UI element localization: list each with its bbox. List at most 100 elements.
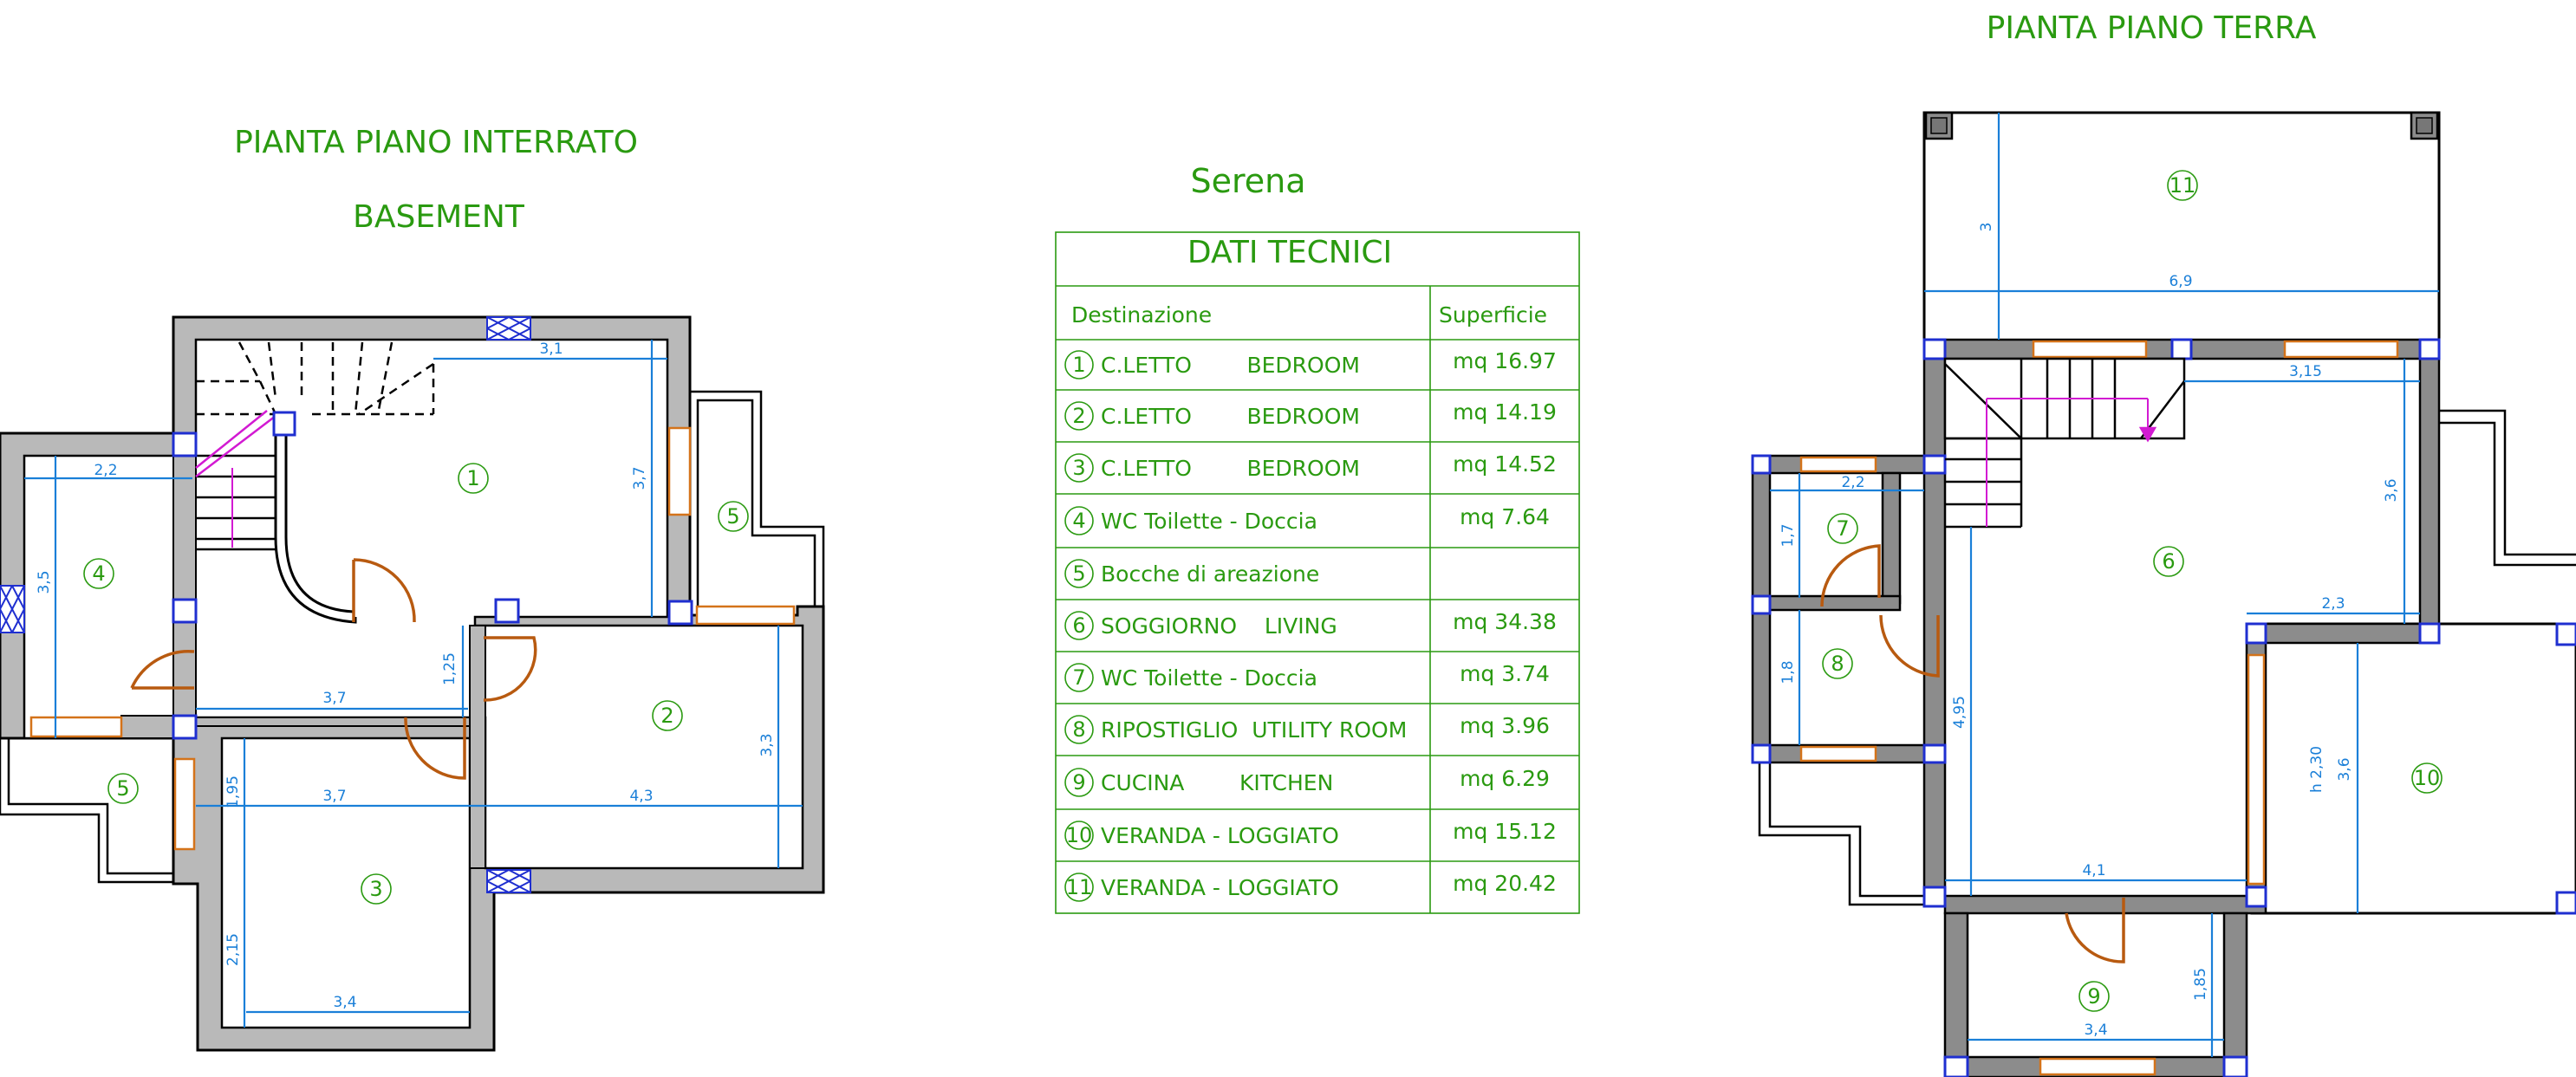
dim-label: 3,4: [333, 994, 356, 1011]
basement-title-en: BASEMENT: [353, 199, 525, 235]
row-area: mq 34.38: [1453, 609, 1557, 634]
dim-label: 2,15: [224, 933, 242, 966]
row-number: 1: [1072, 353, 1085, 377]
room-number: 5: [116, 776, 129, 801]
room-number: 10: [2414, 766, 2441, 790]
row-destination: WC Toilette - Doccia: [1101, 509, 1317, 534]
basement-dimensions: [24, 340, 803, 1028]
row-area: mq 14.52: [1453, 451, 1557, 477]
dim-label: 1,25: [441, 652, 459, 685]
row-number-circle: [1064, 611, 1094, 640]
window: [173, 757, 196, 851]
ground-dimensions: [1770, 113, 2439, 1057]
dim-label: 3,1: [539, 341, 563, 358]
table-row: 11 VERANDA - LOGGIATO mq 20.42: [1064, 871, 1557, 902]
room-number: 8: [1831, 652, 1844, 676]
room-number: 11: [2169, 173, 2196, 198]
row-number: 5: [1072, 561, 1085, 586]
dim-label: 1,85: [2192, 968, 2209, 1001]
dim-label: 1,8: [1779, 660, 1797, 684]
window: [29, 716, 123, 738]
row-area: mq 20.42: [1453, 871, 1557, 896]
row-destination: VERANDA - LOGGIATO: [1101, 875, 1339, 900]
dim-label: 2,2: [94, 462, 117, 479]
table-row: 8 RIPOSTIGLIO UTILITY ROOM mq 3.96: [1064, 713, 1550, 744]
row-destination: VERANDA - LOGGIATO: [1101, 823, 1339, 848]
table-header-superficie: Superficie: [1439, 302, 1547, 328]
ground-stairs: [1943, 357, 2186, 529]
dim-label: 4,95: [1951, 696, 1968, 729]
ground-title: PIANTA PIANO TERRA: [1987, 10, 2317, 46]
row-destination: CUCINA KITCHEN: [1101, 770, 1333, 795]
room-number: 7: [1836, 516, 1849, 541]
row-number: 2: [1072, 404, 1085, 428]
row-number: 4: [1072, 509, 1085, 533]
row-area: mq 3.74: [1460, 661, 1550, 686]
dim-label: 3,5: [36, 570, 53, 594]
room-number: 5: [726, 504, 739, 529]
dim-label: 1,95: [224, 775, 242, 808]
dim-label: 6,9: [2169, 273, 2192, 290]
dim-label: 3,6: [2336, 757, 2353, 781]
window: [667, 426, 692, 516]
table-row: 3 C.LETTO BEDROOM mq 14.52: [1064, 451, 1557, 483]
row-destination: Bocche di areazione: [1101, 561, 1319, 587]
row-number-circle: [1064, 873, 1094, 902]
row-number-circle: [1064, 506, 1094, 535]
dim-label: 2,3: [2321, 595, 2345, 613]
dim-label: 4,3: [629, 788, 653, 805]
room-number: 9: [2087, 984, 2100, 1009]
row-number: 8: [1072, 717, 1085, 742]
row-destination: C.LETTO BEDROOM: [1101, 456, 1360, 481]
dim-label: h 2,30: [2308, 746, 2326, 793]
row-number-circle: [1064, 663, 1094, 692]
room-number: 2: [660, 704, 673, 728]
row-destination: C.LETTO BEDROOM: [1101, 404, 1360, 429]
basement-title-it: PIANTA PIANO INTERRATO: [234, 125, 638, 160]
window: [695, 605, 796, 626]
row-destination: C.LETTO BEDROOM: [1101, 353, 1360, 378]
dim-label: 3,15: [2289, 363, 2322, 380]
table-row: 4 WC Toilette - Doccia mq 7.64: [1064, 504, 1550, 535]
dim-label: 3,7: [322, 690, 346, 707]
row-number-circle: [1064, 821, 1094, 850]
row-number-circle: [1064, 559, 1094, 588]
basement-room-labels: 1 2 3 4 5 5: [83, 463, 749, 905]
room-number: 1: [466, 466, 479, 490]
row-number-circle: [1064, 715, 1094, 744]
project-name: Serena: [1190, 162, 1305, 200]
dim-label: 3,4: [2084, 1022, 2107, 1039]
dim-label: 3,7: [631, 466, 648, 490]
dim-label: 1,7: [1779, 523, 1797, 547]
table-title: DATI TECNICI: [1187, 235, 1392, 270]
basement-stairs: [195, 341, 435, 551]
row-area: mq 3.96: [1460, 713, 1550, 738]
room-number: 6: [2162, 549, 2175, 574]
row-area: mq 6.29: [1460, 766, 1550, 791]
room-number: 3: [369, 877, 382, 901]
row-number-circle: [1064, 401, 1094, 431]
basement-plan: 3,1 3,7 2,2 3,5 3,7 1,25 3,3 1,95 3,7 4,…: [0, 315, 825, 1052]
dim-label: 4,1: [2082, 862, 2105, 879]
dim-label: 3: [1978, 223, 1995, 232]
row-number-circle: [1064, 453, 1094, 483]
row-destination: WC Toilette - Doccia: [1101, 665, 1317, 691]
row-number: 3: [1072, 456, 1085, 480]
dim-label: 2,2: [1841, 474, 1864, 491]
row-number-circle: [1064, 350, 1094, 380]
row-area: mq 7.64: [1460, 504, 1550, 529]
ground-room-labels: 11 6 7 8 9 10: [1822, 170, 2443, 1012]
dim-label: 3,3: [758, 733, 776, 756]
row-number: 6: [1072, 613, 1085, 638]
row-number: 11: [1066, 875, 1093, 899]
row-number: 10: [1066, 823, 1093, 847]
row-destination: RIPOSTIGLIO UTILITY ROOM: [1101, 717, 1407, 743]
